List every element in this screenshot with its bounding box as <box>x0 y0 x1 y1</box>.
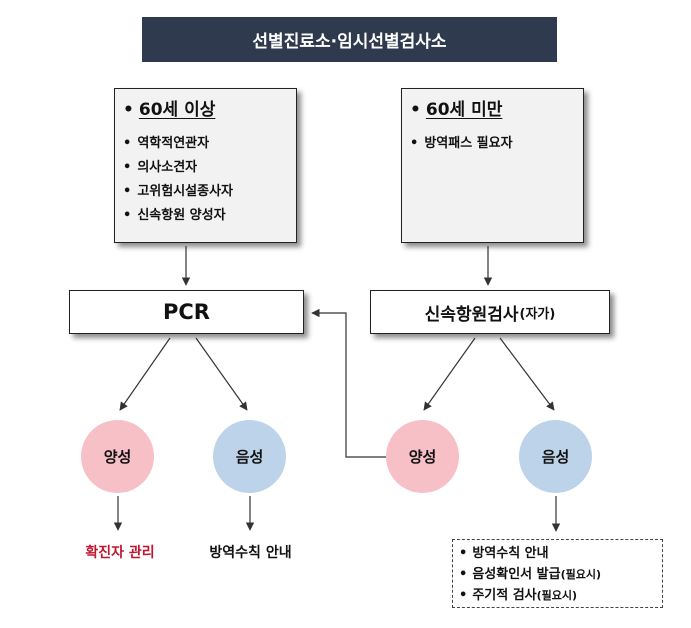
arrow-rat-to-positive <box>423 337 476 411</box>
rapid-antigen-test-box: 신속항원검사(자가) <box>370 290 610 334</box>
pcr-test-box: PCR <box>69 290 304 334</box>
criteria-item: • 역학적연관자 <box>123 132 288 156</box>
pcr-negative-circle: 음성 <box>213 420 286 493</box>
criteria-item: • 신속항원 양성자 <box>123 204 288 228</box>
bullet: • <box>459 546 468 561</box>
negative-label: 음성 <box>235 448 264 466</box>
positive-label: 양성 <box>408 448 437 466</box>
guide-item-text: 음성확인서 발급 <box>472 567 561 582</box>
criteria-heading-over60: • 60세 이상 <box>123 95 288 120</box>
criteria-item: • 고위험시설종사자 <box>123 180 288 204</box>
confirmed-management-text: 확진자 관리 <box>85 545 155 561</box>
bullet: • <box>410 136 419 151</box>
guide-item-text: 방역수칙 안내 <box>472 546 549 561</box>
bullet: • <box>123 160 132 175</box>
arrow-rat-to-negative <box>499 337 555 411</box>
bullet: • <box>123 136 132 151</box>
criteria-item: • 방역패스 필요자 <box>410 132 575 156</box>
rat-positive-circle: 양성 <box>386 420 459 493</box>
positive-label: 양성 <box>103 448 132 466</box>
guide-item: • 음성확인서 발급(필요시) <box>459 564 656 585</box>
criteria-heading-text: 60세 미만 <box>425 100 503 120</box>
bullet: • <box>410 100 421 120</box>
negative-guide-box: • 방역수칙 안내 • 음성확인서 발급(필요시) • 주기적 검사(필요시) <box>452 539 663 608</box>
bullet: • <box>123 184 132 199</box>
negative-label: 음성 <box>541 448 570 466</box>
rapid-antigen-label: 신속항원검사 <box>424 304 519 325</box>
rapid-antigen-suffix: (자가) <box>519 306 556 322</box>
guide-item-text: 주기적 검사 <box>472 588 537 603</box>
title-text: 선별진료소·임시선별검사소 <box>252 32 447 52</box>
guide-item: • 방역수칙 안내 <box>459 543 656 564</box>
criteria-item-text: 방역패스 필요자 <box>424 136 513 151</box>
criteria-item-text: 신속항원 양성자 <box>137 208 226 223</box>
arrow-pcr-to-positive <box>119 337 171 411</box>
arrow-pcr-to-negative <box>195 337 248 411</box>
criteria-item: • 의사소견자 <box>123 156 288 180</box>
criteria-item-text: 의사소견자 <box>137 160 198 175</box>
guide-item-note: (필요시) <box>560 568 601 581</box>
criteria-item-text: 고위험시설종사자 <box>137 184 233 199</box>
pcr-positive-circle: 양성 <box>81 420 154 493</box>
rat-negative-circle: 음성 <box>519 420 592 493</box>
guide-item: • 주기적 검사(필요시) <box>459 585 656 606</box>
pcr-label: PCR <box>163 300 210 324</box>
bullet: • <box>459 588 468 603</box>
criteria-heading-text: 60세 이상 <box>138 100 216 120</box>
guide-item-note: (필요시) <box>536 589 578 602</box>
bullet: • <box>123 208 132 223</box>
bullet: • <box>123 100 134 120</box>
arrow-rat-positive-to-pcr <box>311 308 386 458</box>
quarantine-guide-text: 방역수칙 안내 <box>209 545 292 561</box>
title-bar: 선별진료소·임시선별검사소 <box>142 17 557 62</box>
criteria-box-under60: • 60세 미만 • 방역패스 필요자 <box>401 88 584 243</box>
criteria-box-over60: • 60세 이상 • 역학적연관자 • 의사소견자 • 고위험시설종사자 • 신… <box>114 88 297 243</box>
criteria-item-text: 역학적연관자 <box>137 136 210 151</box>
criteria-heading-under60: • 60세 미만 <box>410 95 575 120</box>
bullet: • <box>459 567 468 582</box>
